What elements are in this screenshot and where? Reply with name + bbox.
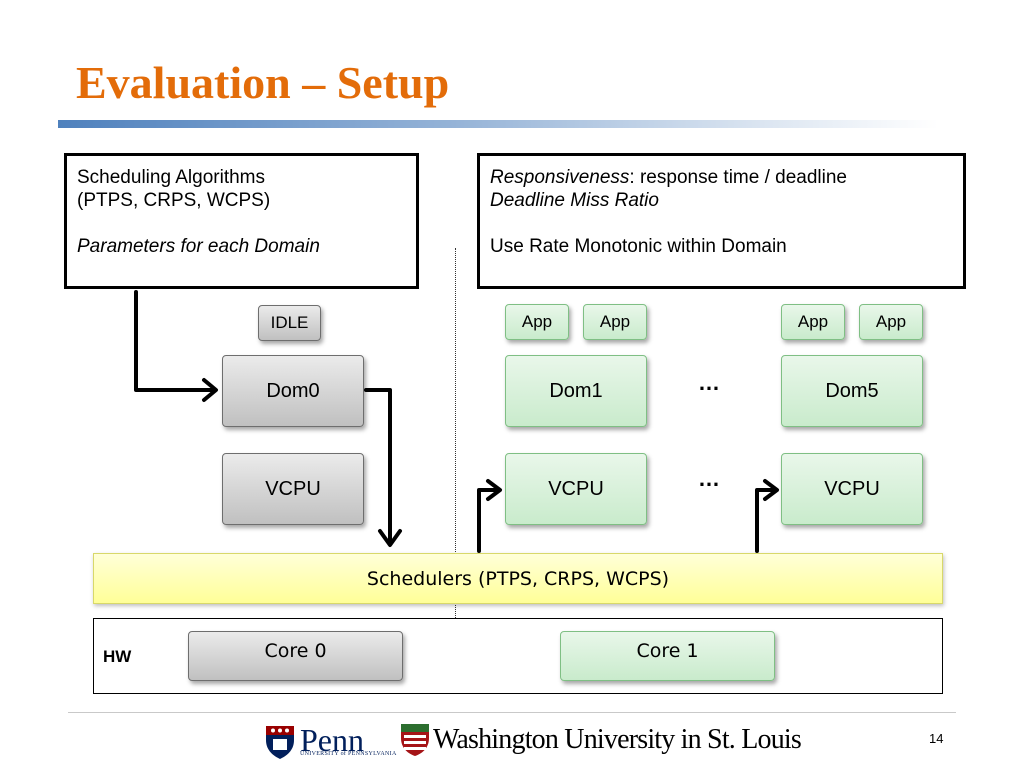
left-note-line1: Scheduling Algorithms <box>77 167 265 188</box>
right-note-line1: Responsiveness: response time / deadline <box>490 162 963 193</box>
algorithm-to-dom0-arrow <box>134 290 216 392</box>
app-box: App <box>505 304 569 340</box>
penn-wordmark: Penn <box>300 722 364 758</box>
app-box: App <box>859 304 923 340</box>
footer-rule <box>68 712 956 713</box>
responsiveness-term: Responsiveness <box>490 167 630 188</box>
scheduler-to-vcpu5-arrow <box>755 488 777 553</box>
responsiveness-definition: : response time / deadline <box>629 167 847 188</box>
right-note-box: Responsiveness: response time / deadline… <box>477 153 966 289</box>
domain-divider <box>455 248 456 694</box>
dom5-vcpu-box: VCPU <box>781 453 923 525</box>
domain-ellipsis: … <box>698 370 721 395</box>
schedulers-bar: Schedulers (PTPS, CRPS, WCPS) <box>93 553 943 604</box>
vcpu-ellipsis: … <box>698 466 721 491</box>
app-box: App <box>583 304 647 340</box>
wustl-shield-logo <box>401 724 429 756</box>
page-number: 14 <box>929 731 944 746</box>
dom0-to-scheduler-arrow <box>364 388 392 545</box>
left-note-line3: Parameters for each Domain <box>77 236 320 257</box>
slide-title: Evaluation – Setup <box>76 57 450 108</box>
dom1-vcpu-box: VCPU <box>505 453 647 525</box>
scheduler-to-vcpu1-arrow <box>477 488 500 553</box>
right-note-line3: Use Rate Monotonic within Domain <box>490 236 787 257</box>
app-box: App <box>781 304 845 340</box>
left-note-line2: (PTPS, CRPS, WCPS) <box>77 190 271 211</box>
dom5-box: Dom5 <box>781 355 923 427</box>
dom1-box: Dom1 <box>505 355 647 427</box>
title-underline <box>58 120 938 128</box>
dom0-vcpu-box: VCPU <box>222 453 364 525</box>
dom0-box: Dom0 <box>222 355 364 427</box>
hw-label: HW <box>103 647 132 666</box>
core1-box: Core 1 <box>560 631 775 681</box>
core0-box: Core 0 <box>188 631 403 681</box>
penn-shield-logo <box>266 726 294 759</box>
wustl-wordmark: Washington University in St. Louis <box>433 724 802 755</box>
right-note-line2: Deadline Miss Ratio <box>490 190 659 211</box>
left-note-box: Scheduling Algorithms (PTPS, CRPS, WCPS)… <box>64 153 419 289</box>
penn-subtitle: UNIVERSITY of PENNSYLVANIA <box>300 751 397 757</box>
idle-box: IDLE <box>258 305 321 341</box>
